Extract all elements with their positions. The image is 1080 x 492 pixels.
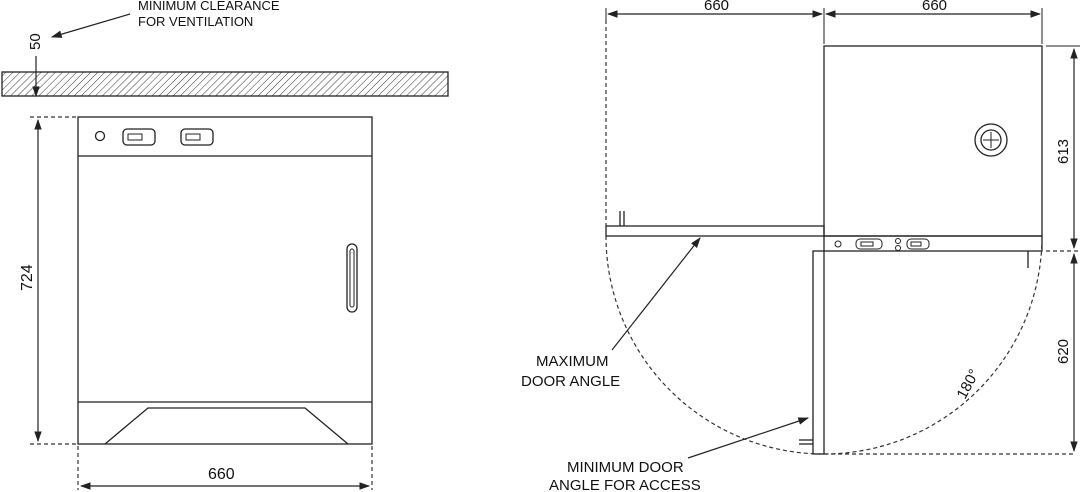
ventilation-leader	[50, 13, 131, 38]
strip-button-1	[834, 240, 842, 248]
max-door-note-line1: MAXIMUM	[536, 353, 609, 370]
angle-label: 180°	[954, 366, 984, 401]
top-dim-left-label: 660	[704, 0, 729, 14]
min-door-note-line2: ANGLE FOR ACCESS	[549, 477, 701, 492]
strip-slot-2-inner	[910, 241, 922, 247]
control-slot-2	[180, 128, 214, 146]
door-max-angle	[605, 225, 825, 237]
side-dim-upper-label: 613	[1055, 139, 1072, 164]
ventilation-note-line2: FOR VENTILATION	[138, 14, 253, 29]
min-door-note-line1: MINIMUM DOOR	[567, 459, 684, 476]
max-door-note-line2: DOOR ANGLE	[521, 373, 620, 390]
min-door-leader	[687, 417, 810, 459]
countertop	[1, 71, 449, 97]
power-button-icon	[94, 130, 106, 142]
control-slot-1	[122, 128, 156, 146]
door-handle-inner	[349, 248, 355, 308]
control-slot-1-inner	[127, 133, 143, 141]
height-dimension-label: 724	[19, 264, 36, 291]
clearance-dimension-label: 50	[27, 33, 44, 50]
ventilation-note-line1: MINIMUM CLEARANCE	[138, 0, 280, 13]
strip-slot-2	[906, 238, 930, 250]
strip-button-2	[895, 238, 901, 244]
width-dimension-label: 660	[208, 466, 235, 483]
plinth-cutout	[104, 407, 349, 445]
cabinet-top	[823, 45, 1043, 237]
side-dim-lower-label: 620	[1055, 339, 1072, 364]
control-strip	[823, 235, 1043, 252]
door-swing-arc	[605, 235, 1043, 455]
door-handle	[346, 243, 358, 313]
spray-arm-icon	[974, 123, 1008, 157]
strip-slot-1	[855, 238, 883, 250]
door-min-angle	[812, 250, 825, 455]
strip-slot-1-inner	[860, 241, 874, 247]
top-dim-right-label: 660	[922, 0, 947, 14]
spray-arm-inner	[980, 129, 1002, 151]
front-view: MINIMUM CLEARANCE FOR VENTILATION 50 724…	[1, 0, 449, 490]
dishwasher-front	[77, 116, 373, 445]
max-door-leader	[611, 237, 701, 351]
top-view: 660 660	[521, 0, 1080, 492]
control-slot-2-inner	[185, 133, 201, 141]
strip-button-3	[895, 245, 901, 251]
